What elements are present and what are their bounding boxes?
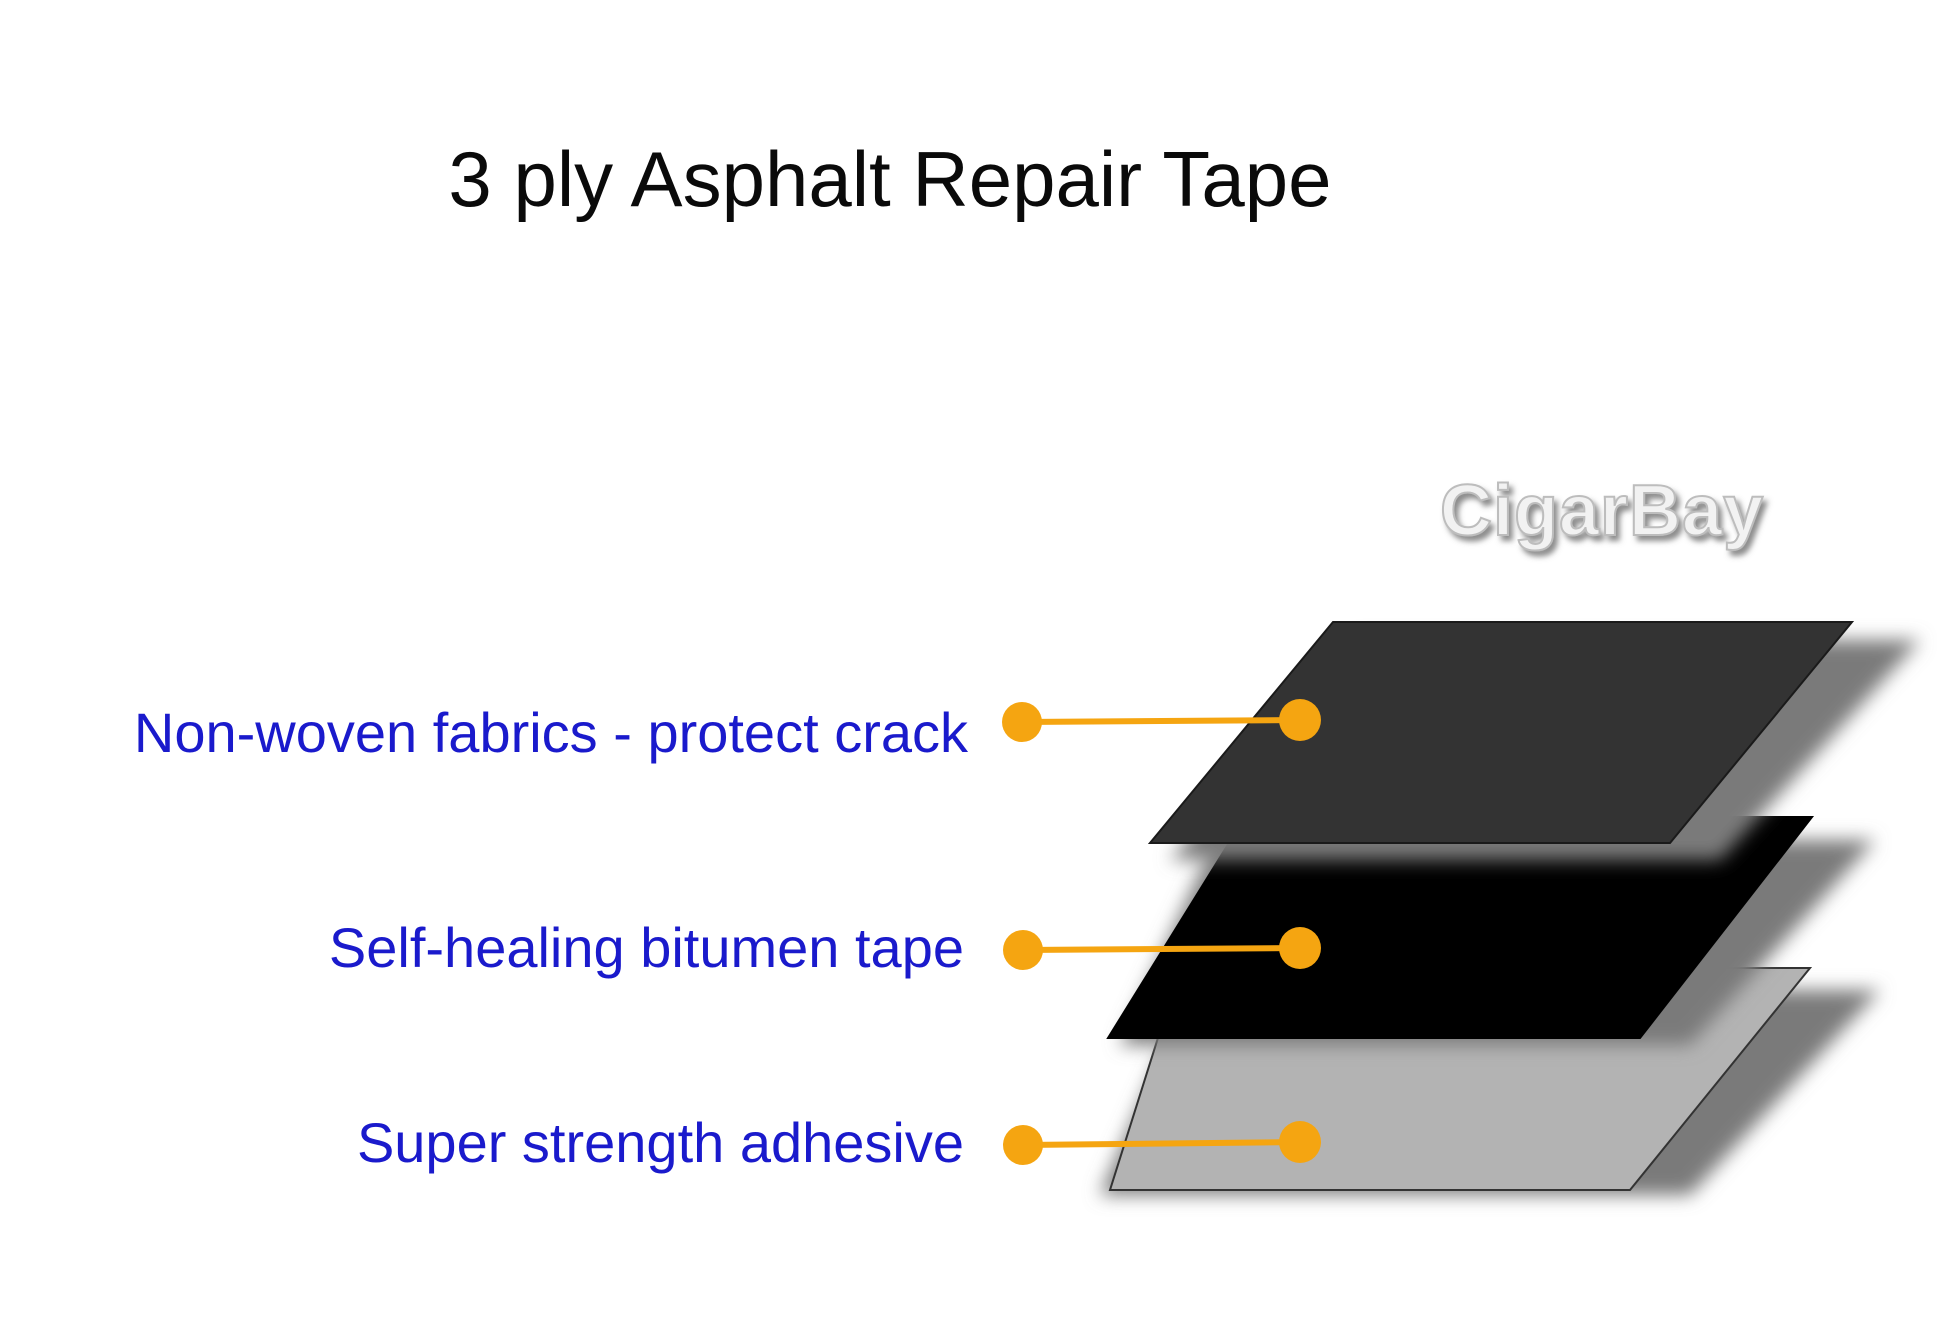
watermark-logo: CigarBay xyxy=(1440,471,1764,551)
connector-nonwoven xyxy=(1002,699,1321,742)
layer-label-adhesive: Super strength adhesive xyxy=(357,1111,964,1174)
connector-dot-left xyxy=(1002,702,1042,742)
diagram-title: 3 ply Asphalt Repair Tape xyxy=(448,135,1332,223)
connector-dot-left xyxy=(1003,930,1043,970)
connector-dot-left xyxy=(1003,1125,1043,1165)
connector-bitumen xyxy=(1003,927,1321,970)
layer-label-nonwoven: Non-woven fabrics - protect crack xyxy=(134,701,969,764)
connector-dot-right xyxy=(1279,927,1321,969)
top-layer-sheet xyxy=(1147,621,1855,844)
connector-adhesive xyxy=(1003,1121,1321,1165)
layer-label-bitumen: Self-healing bitumen tape xyxy=(329,916,964,979)
connector-dot-right xyxy=(1279,699,1321,741)
connector-dot-right xyxy=(1279,1121,1321,1163)
